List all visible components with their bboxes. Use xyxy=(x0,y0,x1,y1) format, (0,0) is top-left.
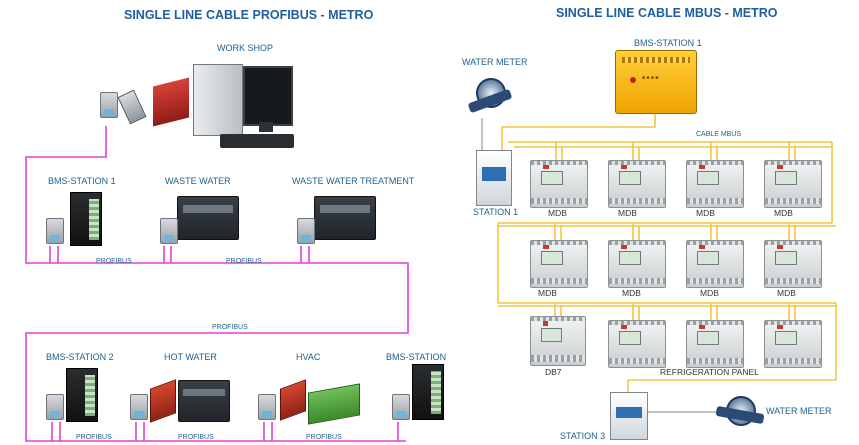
water-meter-bottom xyxy=(715,392,765,432)
waste-water-treatment-label: WASTE WATER TREATMENT xyxy=(292,176,415,186)
profibus-connector-bms1 xyxy=(46,218,64,244)
profibus-connector-hvac xyxy=(258,394,276,420)
bms-station-plc xyxy=(412,364,444,420)
bms-station-2-label: BMS-STATION 2 xyxy=(46,352,114,362)
profibus-connector-workshop xyxy=(100,92,118,118)
water-meter-top-label: WATER METER xyxy=(462,57,528,67)
station-3-device xyxy=(610,392,648,440)
station-1-device xyxy=(476,150,512,206)
refrigeration-module-1 xyxy=(608,320,666,368)
profibus-connector-waste-water xyxy=(160,218,178,244)
mdb-module-r2-1 xyxy=(530,240,588,288)
hvac-label: HVAC xyxy=(296,352,321,362)
profibus-cable xyxy=(25,126,409,442)
mdb-label-r1-4: MDB xyxy=(774,208,793,218)
refrigeration-module-3 xyxy=(764,320,822,368)
mdb-label-r2-4: MDB xyxy=(777,288,796,298)
profibus-connector-hot-water xyxy=(130,394,148,420)
profibus-label-5: PROFIBUS xyxy=(178,434,214,441)
db7-label: DB7 xyxy=(545,367,562,377)
mdb-label-r1-1: MDB xyxy=(548,208,567,218)
mdb-label-r2-1: MDB xyxy=(538,288,557,298)
profibus-label-4: PROFIBUS xyxy=(76,434,112,441)
mbus-bms-station-1-label: BMS-STATION 1 xyxy=(634,38,702,48)
profibus-connector-wwt xyxy=(297,218,315,244)
waste-water-treatment-plc xyxy=(314,196,376,240)
mdb-module-r2-2 xyxy=(608,240,666,288)
profibus-label-1: PROFIBUS xyxy=(96,258,132,265)
bms-station-1-controller: ■ ■ ■ ■ xyxy=(615,50,697,114)
bms-station-label: BMS-STATION xyxy=(386,352,447,362)
monitor-stand xyxy=(259,122,273,132)
mdb-label-r2-2: MDB xyxy=(622,288,641,298)
pc-tower xyxy=(193,64,243,136)
mdb-label-r1-2: MDB xyxy=(618,208,637,218)
monitor xyxy=(243,66,293,126)
refrigeration-panel-label: REFRIGERATION PANEL xyxy=(660,367,759,377)
mdb-module-r1-1 xyxy=(530,160,588,208)
db7-module xyxy=(530,316,586,366)
profibus-label-2: PROFIBUS xyxy=(226,258,262,265)
cable-mbus-label: CABLE MBUS xyxy=(696,131,742,138)
station-3-label: STATION 3 xyxy=(560,431,606,441)
mdb-module-r1-4 xyxy=(764,160,822,208)
bms-station-1-label: BMS-STATION 1 xyxy=(48,176,116,186)
mdb-module-r2-3 xyxy=(686,240,744,288)
mdb-label-r2-3: MDB xyxy=(700,288,719,298)
station-1-label: STATION 1 xyxy=(473,207,519,217)
hot-water-plc xyxy=(178,380,230,422)
mdb-label-r1-3: MDB xyxy=(696,208,715,218)
bms-station-2-plc xyxy=(66,368,98,422)
mdb-module-r1-3 xyxy=(686,160,744,208)
profibus-label-6: PROFIBUS xyxy=(306,434,342,441)
profibus-connector-bms xyxy=(392,394,410,420)
hot-water-label: HOT WATER xyxy=(164,352,217,362)
water-meter-top xyxy=(467,74,513,114)
right-title: SINGLE LINE CABLE MBUS - METRO xyxy=(556,6,778,20)
refrigeration-module-2 xyxy=(686,320,744,368)
profibus-connector-bms2 xyxy=(46,394,64,420)
keyboard xyxy=(220,134,294,148)
workshop-label: WORK SHOP xyxy=(217,43,274,53)
left-title: SINGLE LINE CABLE PROFIBUS - METRO xyxy=(124,8,374,22)
waste-water-label: WASTE WATER xyxy=(165,176,231,186)
mdb-module-r1-2 xyxy=(608,160,666,208)
water-meter-bottom-label: WATER METER xyxy=(766,406,832,416)
waste-water-plc xyxy=(177,196,239,240)
profibus-label-3: PROFIBUS xyxy=(212,324,248,331)
mdb-module-r2-4 xyxy=(764,240,822,288)
bms-station-1-plc xyxy=(70,192,102,246)
